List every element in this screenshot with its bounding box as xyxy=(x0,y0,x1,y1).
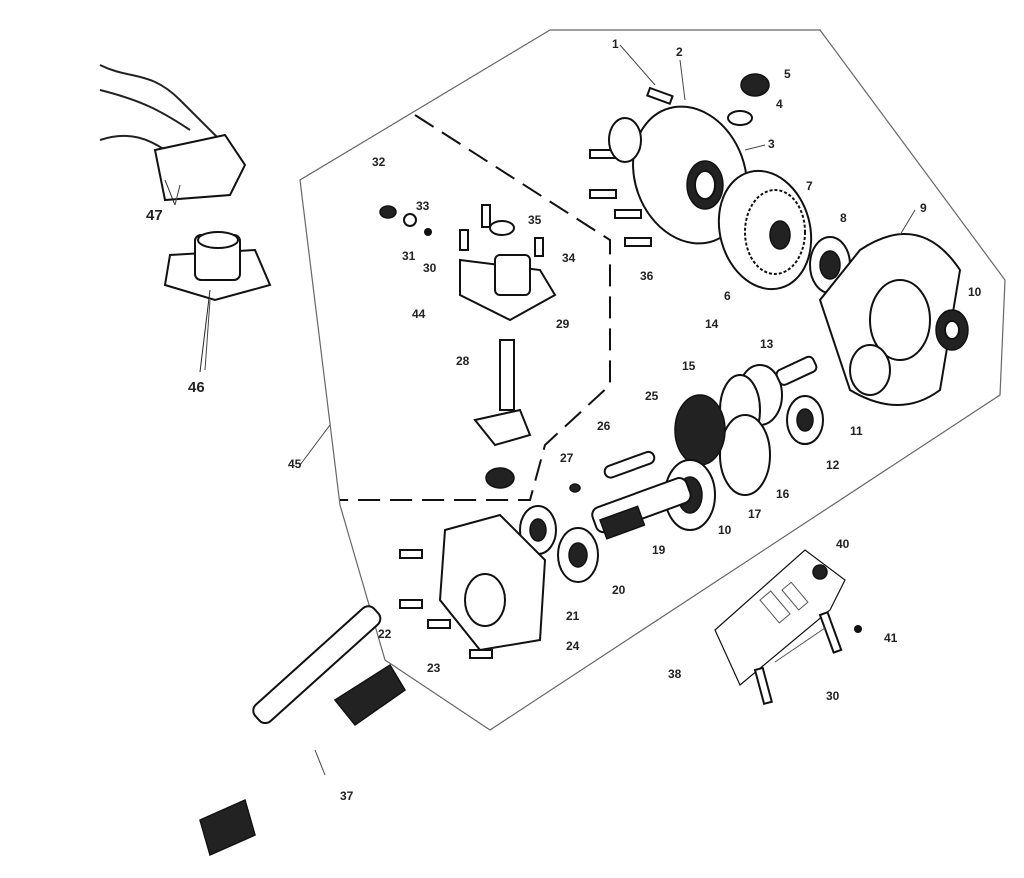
part-label-28[interactable]: 28 xyxy=(456,354,470,368)
part-label-19[interactable]: 19 xyxy=(652,543,666,557)
part-label-2[interactable]: 2 xyxy=(676,45,683,59)
part-label-34[interactable]: 34 xyxy=(562,251,576,265)
part-label-13[interactable]: 13 xyxy=(760,337,774,351)
part-label-38[interactable]: 38 xyxy=(668,667,682,681)
drive-shaft-37 xyxy=(199,605,407,857)
part-label-15[interactable]: 15 xyxy=(682,359,696,373)
cover-plate-3 xyxy=(632,105,748,245)
part-label-37[interactable]: 37 xyxy=(340,789,354,803)
part-label-23[interactable]: 23 xyxy=(427,661,441,675)
part-label-33[interactable]: 33 xyxy=(416,199,430,213)
shaft-19 xyxy=(591,477,692,540)
part-label-35[interactable]: 35 xyxy=(528,213,542,227)
part-label-8[interactable]: 8 xyxy=(840,211,847,225)
nut-10 xyxy=(935,309,969,351)
part-label-4[interactable]: 4 xyxy=(776,97,783,111)
part-label-26[interactable]: 26 xyxy=(597,419,611,433)
part-label-17[interactable]: 17 xyxy=(748,507,762,521)
part-label-10[interactable]: 10 xyxy=(968,285,982,299)
part-label-6[interactable]: 6 xyxy=(724,289,731,303)
part-label-36[interactable]: 36 xyxy=(640,269,654,283)
part-label-25[interactable]: 25 xyxy=(645,389,659,403)
control-module-46 xyxy=(163,231,272,373)
subassembly-boundary xyxy=(340,114,611,501)
part-label-11[interactable]: 11 xyxy=(850,424,863,438)
part-label-1[interactable]: 1 xyxy=(612,37,619,51)
gear-7 xyxy=(717,169,813,291)
part-label-21[interactable]: 21 xyxy=(566,609,580,623)
part-label-20[interactable]: 20 xyxy=(612,583,626,597)
part-label-3[interactable]: 3 xyxy=(768,137,775,151)
part-label-18[interactable]: 10 xyxy=(718,523,732,537)
part-label-7[interactable]: 7 xyxy=(806,179,813,193)
part-label-14[interactable]: 14 xyxy=(705,317,719,331)
part-label-24[interactable]: 24 xyxy=(566,639,580,653)
part-label-22[interactable]: 22 xyxy=(378,627,392,641)
part-label-45[interactable]: 45 xyxy=(288,457,302,471)
part-label-44[interactable]: 44 xyxy=(412,307,426,321)
part-label-5[interactable]: 5 xyxy=(784,67,791,81)
part-label-46[interactable]: 46 xyxy=(188,379,205,396)
part-label-12[interactable]: 12 xyxy=(826,458,840,472)
assembly-boundary xyxy=(299,29,1006,731)
part-label-27[interactable]: 27 xyxy=(560,451,574,465)
leader-lines xyxy=(174,44,916,776)
part-label-39[interactable]: 30 xyxy=(826,689,840,703)
cap-5 xyxy=(727,73,770,126)
part-label-32[interactable]: 32 xyxy=(372,155,386,169)
part-label-9[interactable]: 9 xyxy=(920,201,927,215)
part-label-29[interactable]: 29 xyxy=(556,317,570,331)
part-label-40[interactable]: 40 xyxy=(836,537,850,551)
actuator-assembly-45 xyxy=(379,204,557,489)
housing-9 xyxy=(818,233,962,406)
part-label-41[interactable]: 41 xyxy=(884,631,898,645)
part-label-31[interactable]: 31 xyxy=(402,249,416,263)
part-label-30[interactable]: 30 xyxy=(423,261,437,275)
bolts-1-36 xyxy=(589,86,674,247)
gasket-plate-38 xyxy=(714,549,862,706)
wiring-harness-47 xyxy=(99,64,247,206)
bearings-20-21 xyxy=(519,505,599,583)
housing-24 xyxy=(399,513,547,659)
part-label-16[interactable]: 16 xyxy=(776,487,790,501)
part-label-47[interactable]: 47 xyxy=(146,207,163,224)
